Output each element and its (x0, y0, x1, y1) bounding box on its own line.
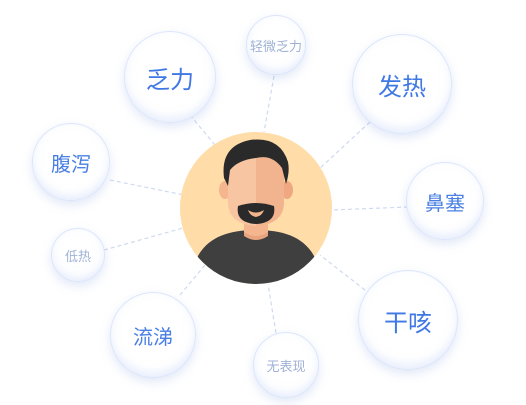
symptom-label: 乏力 (146, 65, 194, 94)
connector-line (317, 121, 371, 171)
symptom-label: 无表现 (266, 359, 306, 375)
symptom-label: 流涕 (133, 324, 173, 349)
symptom-label: 低热 (64, 249, 91, 265)
connector-line (189, 114, 216, 146)
patient-avatar (180, 132, 332, 284)
symptom-bubble-diarrhea[interactable]: 腹泻 (32, 123, 110, 201)
connector-line (103, 227, 184, 251)
symptom-label: 发热 (378, 72, 426, 101)
connector-line (330, 206, 409, 211)
connector-line (109, 179, 185, 196)
symptom-bubble-runny-nose[interactable]: 流涕 (110, 292, 196, 378)
connector-line (319, 254, 366, 291)
symptom-bubble-low-fever[interactable]: 低热 (51, 228, 105, 282)
symptom-bubble-fatigue[interactable]: 乏力 (124, 31, 216, 123)
symptom-bubble-mild-fatigue[interactable]: 轻微乏力 (246, 15, 306, 75)
symptom-bubble-fever[interactable]: 发热 (352, 34, 452, 134)
bearded-man-avatar-icon (190, 139, 322, 284)
connector-line (179, 264, 206, 296)
symptom-label: 腹泻 (51, 151, 91, 176)
symptom-bubble-nasal-congestion[interactable]: 鼻塞 (406, 162, 484, 240)
symptom-label: 轻微乏力 (249, 39, 302, 55)
symptom-bubble-asymptomatic[interactable]: 无表现 (253, 332, 319, 398)
symptom-bubble-dry-cough[interactable]: 干咳 (358, 270, 458, 370)
connector-line (267, 283, 277, 334)
symptom-label: 干咳 (384, 308, 432, 337)
symptom-label: 鼻塞 (425, 190, 465, 215)
connector-line (263, 75, 275, 133)
